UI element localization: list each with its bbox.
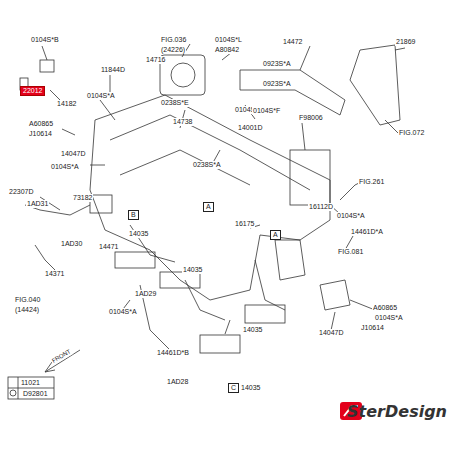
part-number: 14047D — [60, 150, 87, 158]
part-number: 14461D*A — [350, 228, 384, 236]
gasket — [160, 272, 200, 288]
part-number: 14716 — [145, 56, 166, 64]
part-number: 14035 — [128, 230, 149, 238]
part-number: 1AD31 — [26, 200, 49, 208]
part-number: 16175 — [234, 220, 255, 228]
gasket — [245, 305, 285, 323]
part-number: 1AD29 — [134, 290, 157, 298]
node-text: B — [131, 211, 136, 218]
part-number: 0104S*A — [86, 92, 116, 100]
part-number: 11021 — [20, 379, 41, 387]
reference-box: C — [228, 383, 239, 393]
part-number: 0104S*F — [252, 107, 281, 115]
part-number: 14371 — [44, 270, 65, 278]
part-number: A60865 — [28, 120, 54, 128]
part-number: 1AD30 — [60, 240, 83, 248]
part-number: F98006 — [298, 114, 324, 122]
legend-grid — [8, 377, 54, 399]
reference-box: B — [128, 210, 139, 220]
part-number: 11844D — [100, 66, 126, 74]
part-number: 0104S*A — [50, 163, 80, 171]
legend-symbol — [10, 390, 16, 396]
part-number: 14461D*B — [156, 349, 190, 357]
part-number: 1AD28 — [166, 378, 189, 386]
part-number: 73182 — [72, 194, 93, 202]
part-number: A60865 — [372, 304, 398, 312]
intake-manifold — [90, 95, 330, 300]
part-number: 22307D — [8, 188, 35, 196]
part-number: 21869 — [395, 38, 416, 46]
part-number: 0238S*E — [160, 99, 190, 107]
highlighted-part-number: 22012 — [20, 86, 45, 96]
part-number: 0238S*A — [192, 161, 222, 169]
part-number: FIG.072 — [398, 129, 425, 137]
node-text: C — [231, 384, 236, 391]
node-text: A — [206, 203, 211, 210]
gasket — [115, 252, 155, 268]
node-text: 22012 — [23, 87, 42, 94]
runner — [130, 225, 285, 320]
part-number: 14035 — [182, 266, 203, 274]
part-number: 0104S*L — [214, 36, 243, 44]
part-number: A80842 — [214, 46, 240, 54]
part-number: 0923S*A — [262, 60, 292, 68]
part-number: 0104S*B — [30, 36, 60, 44]
part-number: 0104S*A — [108, 308, 138, 316]
part-number: 14047D — [318, 329, 345, 337]
part-number: J10614 — [360, 324, 385, 332]
part-number: 0923S*A — [262, 80, 292, 88]
part-number: 14035 — [242, 326, 263, 334]
part-number: FIG.040 — [14, 296, 41, 304]
part-number: (24226) — [160, 46, 186, 54]
direction-label: FRONT — [50, 347, 74, 365]
watermark: SterDesign — [346, 403, 448, 421]
part-number: J10614 — [28, 130, 53, 138]
part-number: 16112D — [308, 203, 334, 211]
part-number: FIG.261 — [358, 178, 385, 186]
part-number: D92801 — [22, 390, 49, 398]
gasket — [200, 335, 240, 353]
legend-table — [8, 377, 54, 399]
throttle-bore — [171, 63, 195, 87]
part-number: FIG.081 — [337, 248, 364, 256]
bracket — [320, 280, 350, 310]
part-number: (14424) — [14, 306, 40, 314]
part-number: 14471 — [98, 243, 119, 251]
leader-line — [40, 44, 405, 335]
throttle-body — [160, 55, 205, 95]
part-number: FIG.036 — [160, 36, 187, 44]
intake-duct — [350, 45, 400, 125]
part-number: 0104S*A — [374, 314, 404, 322]
reference-box: A — [270, 230, 281, 240]
node-text: A — [273, 231, 278, 238]
part-number: 14001D — [237, 124, 264, 132]
collector-cover — [290, 150, 330, 205]
part-number: 14472 — [282, 38, 303, 46]
manifold-ribs — [110, 115, 310, 190]
sensor — [40, 60, 54, 72]
bracket — [275, 240, 305, 280]
part-number: 14035 — [240, 384, 261, 392]
part-number: 0104S*A — [336, 212, 366, 220]
part-number: 14182 — [56, 100, 77, 108]
reference-box: A — [203, 202, 214, 212]
part-number: 14738 — [172, 118, 193, 126]
hose — [240, 70, 345, 115]
